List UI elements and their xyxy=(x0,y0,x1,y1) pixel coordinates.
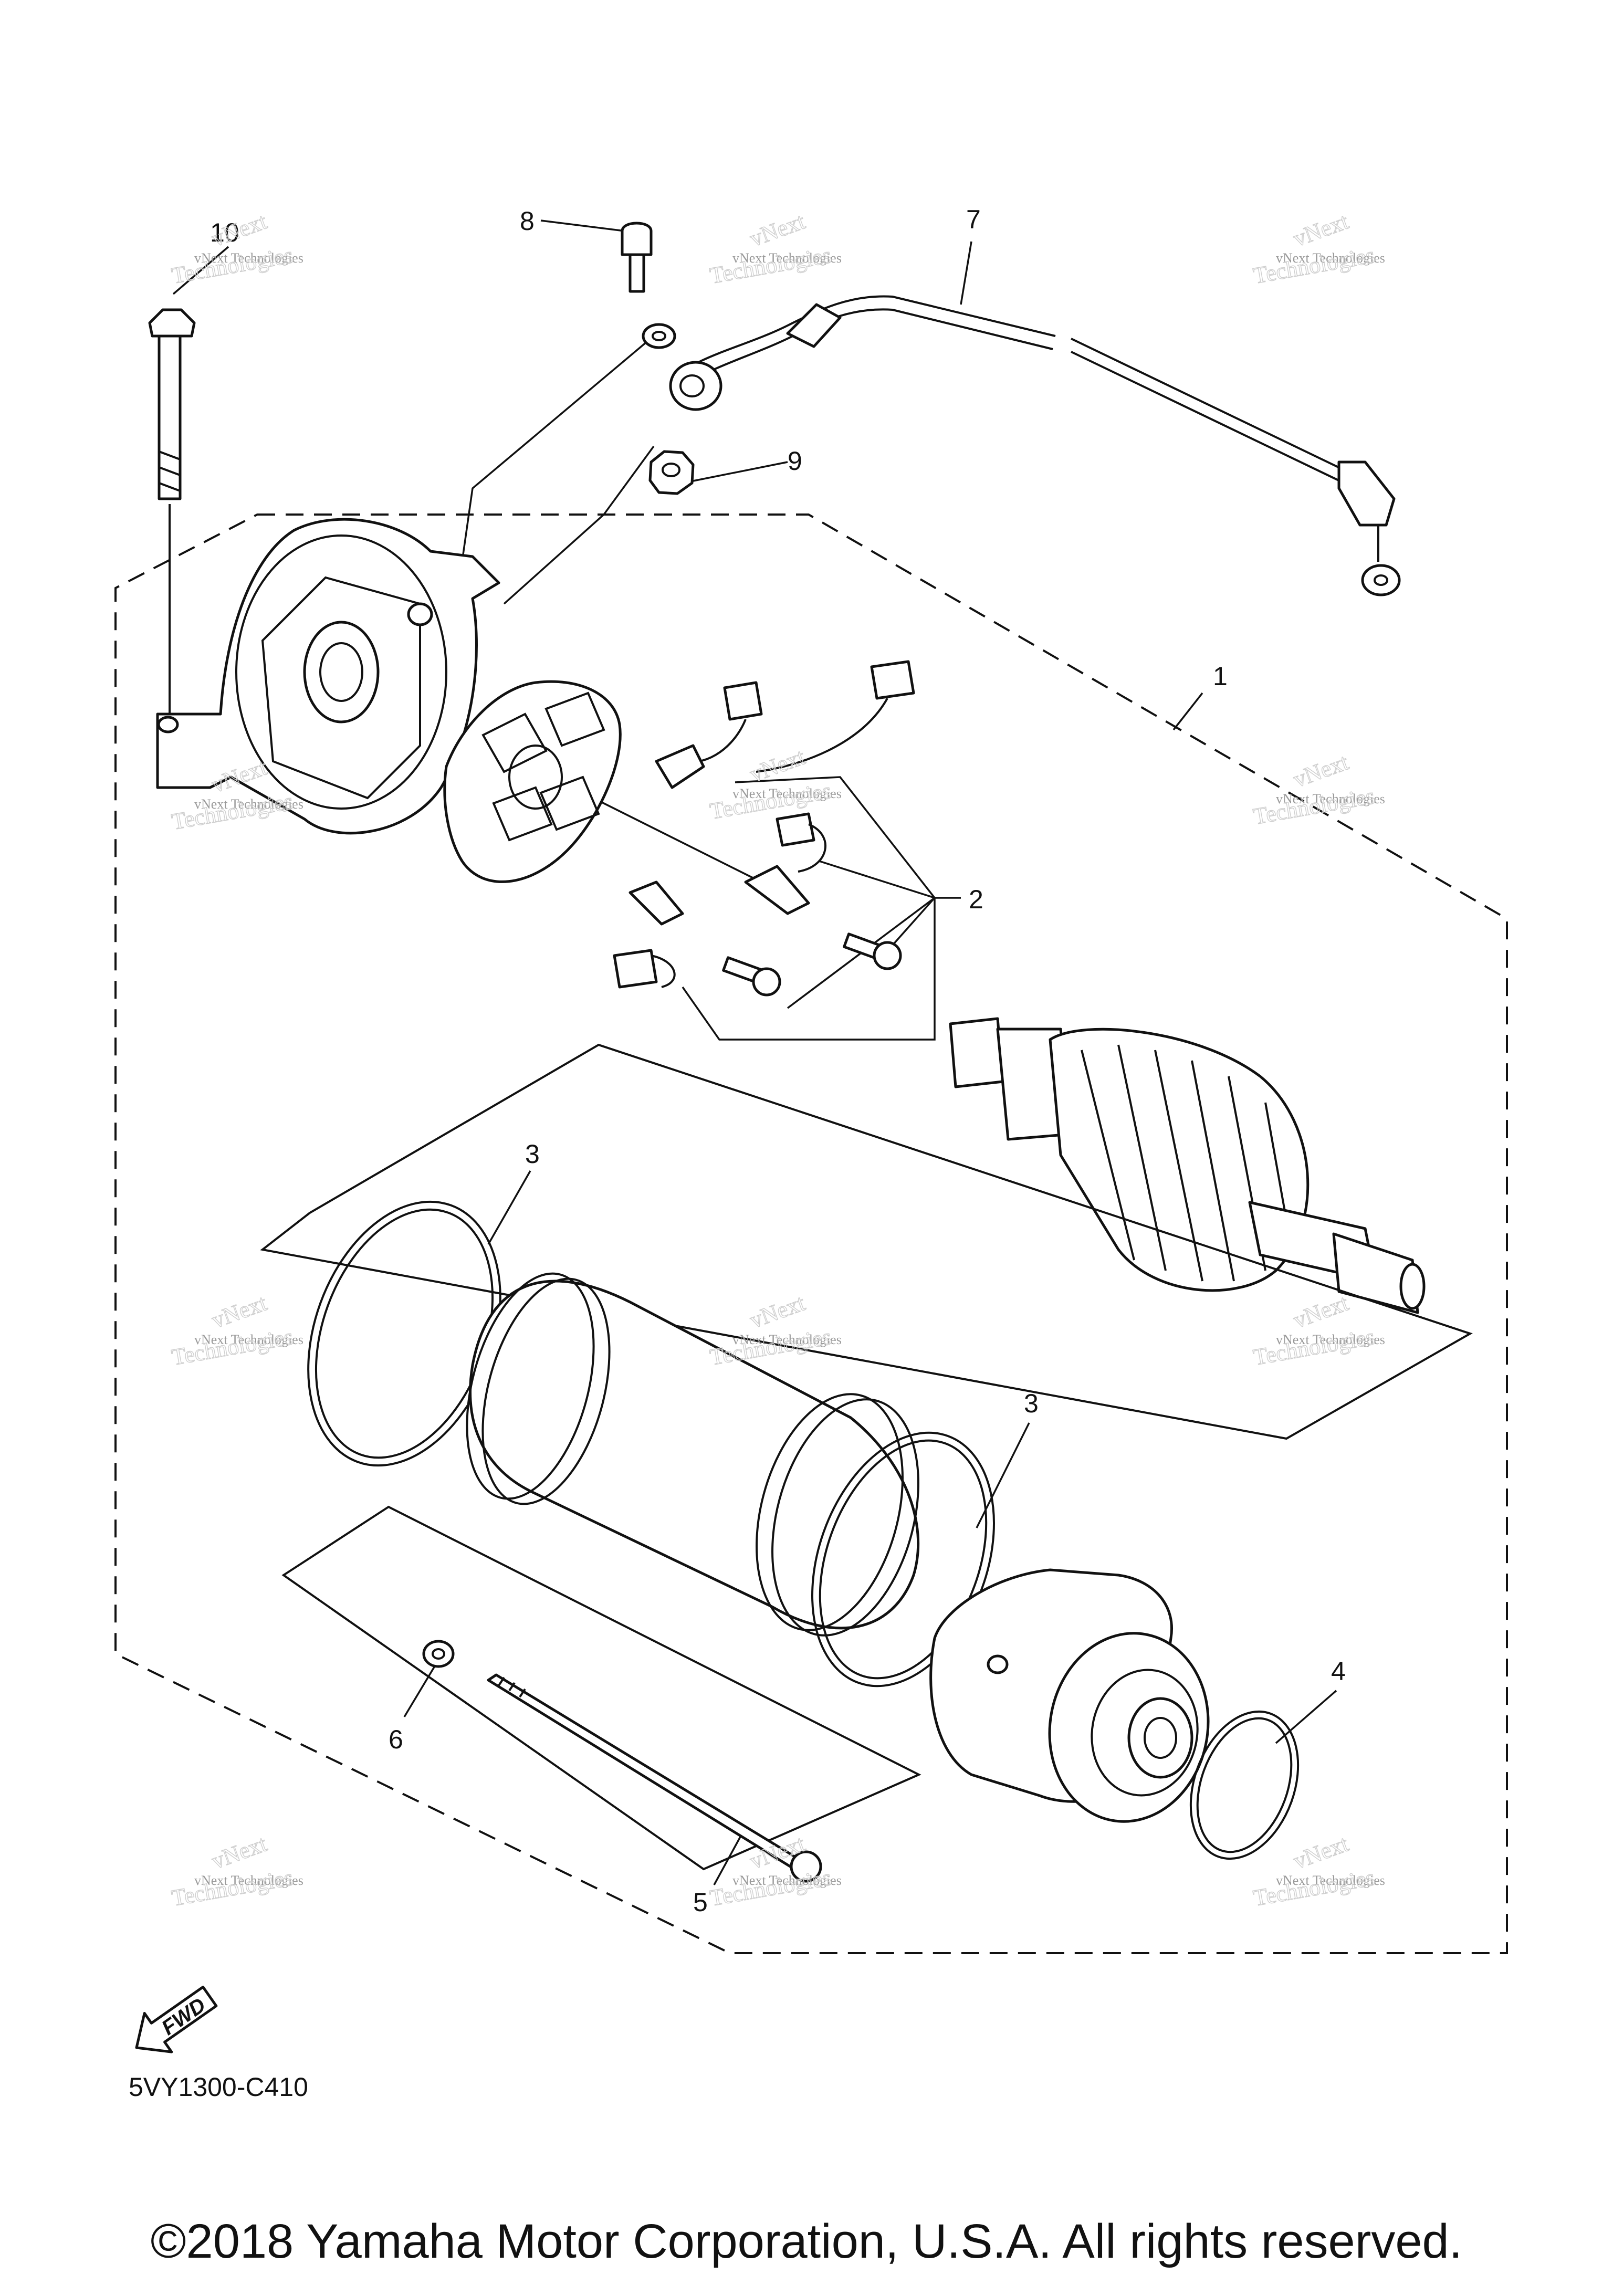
part-armature xyxy=(949,1017,1426,1314)
svg-text:Technologies: Technologies xyxy=(708,1324,833,1370)
part-4-o-ring xyxy=(1189,1710,1300,1860)
part-10-bolt xyxy=(148,308,196,725)
callout-1: 1 xyxy=(1213,662,1228,691)
svg-text:vNext Technologies: vNext Technologies xyxy=(1276,1873,1385,1888)
svg-text:Technologies: Technologies xyxy=(170,242,295,289)
svg-text:Technologies: Technologies xyxy=(170,788,295,835)
part-brush-holder xyxy=(443,680,622,883)
watermark: vNext vNext Technologies Technologies xyxy=(708,743,842,825)
callout-3b: 3 xyxy=(1024,1389,1039,1418)
callout-9: 9 xyxy=(788,446,802,476)
part-yoke xyxy=(466,1272,920,1637)
part-8-screw xyxy=(621,222,676,349)
svg-text:vNext: vNext xyxy=(1290,1290,1352,1334)
copyright-text: ©2018 Yamaha Motor Corporation, U.S.A. A… xyxy=(151,2215,1462,2268)
watermark: vNext vNext Technologies Technologies xyxy=(1251,1289,1385,1371)
armature-bracket xyxy=(260,1043,1473,1440)
svg-text:Technologies: Technologies xyxy=(170,1324,295,1370)
part-2-brush-set xyxy=(613,660,915,997)
part-front-cover xyxy=(929,1568,1210,1823)
svg-text:vNext: vNext xyxy=(1290,1831,1352,1874)
svg-text:vNext Technologies: vNext Technologies xyxy=(732,1332,842,1347)
svg-text:Technologies: Technologies xyxy=(170,1864,295,1911)
watermark: vNext vNext Technologies Technologies xyxy=(1251,208,1385,289)
callout-3a: 3 xyxy=(525,1139,540,1169)
part-7-lead-wire xyxy=(669,295,1401,596)
watermark: vNext vNext Technologies Technologies xyxy=(170,1289,303,1371)
watermark: vNext vNext Technologies Technologies xyxy=(170,1830,303,1912)
svg-text:vNext Technologies: vNext Technologies xyxy=(732,250,842,266)
watermark: vNext vNext Technologies Technologies xyxy=(708,1830,842,1912)
callout-7: 7 xyxy=(966,205,981,234)
callout-8: 8 xyxy=(520,206,535,236)
part-6-washer xyxy=(422,1640,455,1668)
watermark: vNext vNext Technologies Technologies xyxy=(1251,1830,1385,1912)
part-5-through-bolt xyxy=(487,1673,822,1883)
svg-text:Technologies: Technologies xyxy=(1251,1864,1377,1911)
callout-5: 5 xyxy=(693,1888,708,1917)
svg-text:Technologies: Technologies xyxy=(1251,1324,1377,1370)
svg-text:Technologies: Technologies xyxy=(708,242,833,289)
svg-text:vNext: vNext xyxy=(1290,208,1352,252)
watermark: vNext vNext Technologies Technologies xyxy=(170,208,303,289)
svg-text:vNext: vNext xyxy=(1290,749,1352,793)
svg-text:vNext Technologies: vNext Technologies xyxy=(1276,791,1385,806)
callout-4: 4 xyxy=(1331,1657,1346,1686)
callout-10: 10 xyxy=(210,218,239,247)
part-rear-cover xyxy=(156,518,500,835)
svg-text:vNext: vNext xyxy=(747,208,809,252)
callout-labels: 1 2 3 3 4 5 6 7 8 9 10 xyxy=(210,205,1346,1917)
svg-text:Technologies: Technologies xyxy=(708,778,833,824)
fwd-arrow-icon: FWD xyxy=(135,1985,218,2053)
svg-text:vNext Technologies: vNext Technologies xyxy=(194,250,303,266)
watermark: vNext vNext Technologies Technologies xyxy=(1251,749,1385,830)
part-9-nut xyxy=(648,450,695,495)
diagram-code: 5VY1300-C410 xyxy=(129,2072,308,2102)
svg-text:vNext: vNext xyxy=(208,1290,270,1334)
svg-text:vNext Technologies: vNext Technologies xyxy=(1276,250,1385,266)
svg-text:Technologies: Technologies xyxy=(1251,242,1377,289)
callout-6: 6 xyxy=(389,1725,403,1754)
svg-text:Technologies: Technologies xyxy=(708,1864,833,1911)
callout-2: 2 xyxy=(969,885,983,914)
part-3-o-ring-right xyxy=(811,1431,995,1687)
svg-text:vNext Technologies: vNext Technologies xyxy=(732,1873,842,1888)
svg-text:vNext Technologies: vNext Technologies xyxy=(194,1873,303,1888)
assembly-boundary-dashed xyxy=(114,513,1508,1954)
yoke-bracket xyxy=(281,1505,921,1871)
svg-text:vNext Technologies: vNext Technologies xyxy=(194,796,303,812)
svg-text:vNext: vNext xyxy=(208,1831,270,1874)
watermark: vNext vNext Technologies Technologies xyxy=(708,208,842,289)
svg-text:vNext Technologies: vNext Technologies xyxy=(1276,1332,1385,1347)
svg-text:vNext Technologies: vNext Technologies xyxy=(732,786,842,801)
svg-text:vNext Technologies: vNext Technologies xyxy=(194,1332,303,1347)
svg-text:Technologies: Technologies xyxy=(1251,783,1377,830)
watermark: vNext vNext Technologies Technologies xyxy=(708,1289,842,1371)
svg-text:vNext: vNext xyxy=(747,1290,809,1334)
